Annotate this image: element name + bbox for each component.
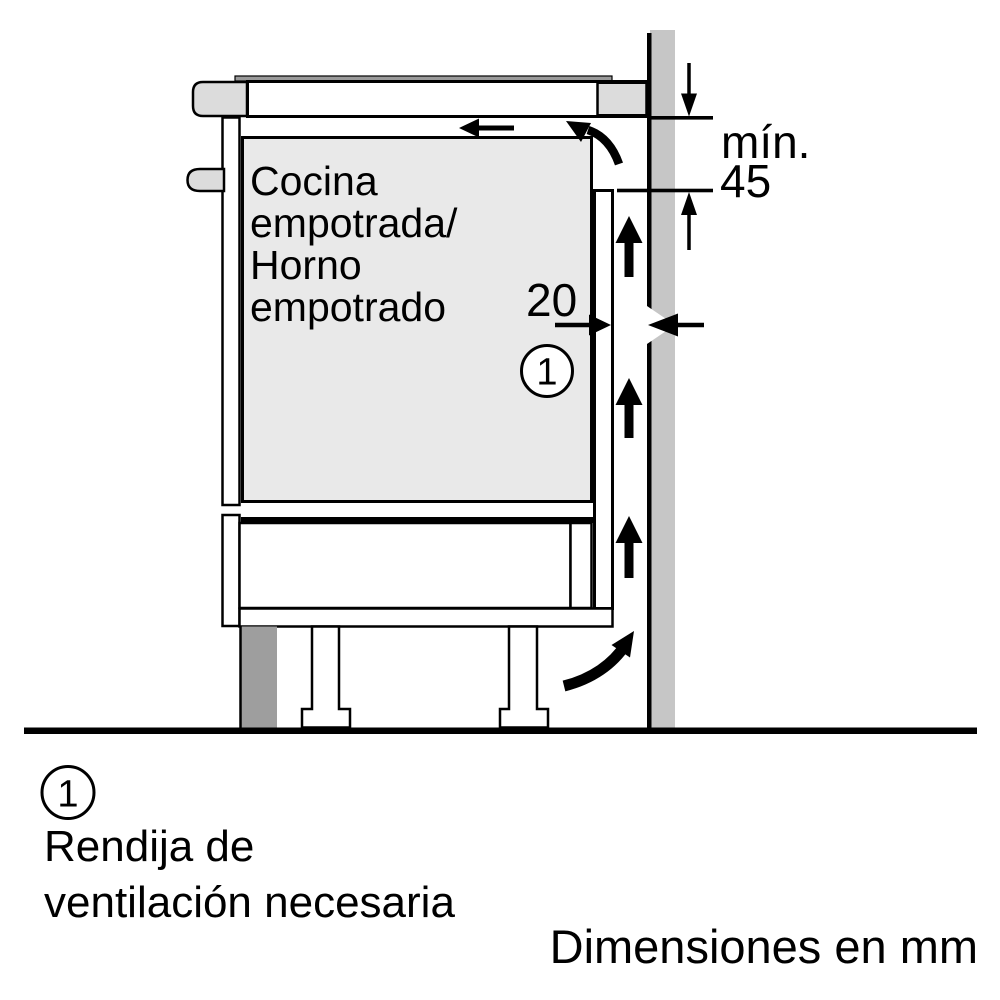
plinth: [238, 607, 614, 628]
units-note: Dimensiones en mm: [550, 920, 978, 973]
right-leg: [498, 625, 550, 729]
left-leg: [300, 625, 352, 729]
airflow-up-arrow-3: [615, 516, 643, 578]
dim-arrow-down: [681, 63, 697, 117]
min-value-label: 45: [720, 155, 771, 207]
toe-kick-panel: [241, 626, 277, 728]
oven-label-line-2: empotrada/: [250, 200, 458, 246]
oven-handle: [186, 167, 226, 193]
gap-value-label: 20: [526, 274, 577, 326]
legend-number: 1: [57, 774, 78, 816]
gap-arrow-right-pointing: [555, 314, 611, 336]
airflow-exit-left-arrow: [459, 118, 514, 138]
countertop: [246, 80, 648, 118]
drawer-top-divider: [241, 517, 613, 523]
dim-tick-top: [647, 116, 713, 120]
wall-face-line: [647, 33, 652, 728]
drawer-front: [238, 521, 572, 610]
dim-arrow-up: [681, 192, 697, 250]
legend-line-1: Rendija de: [44, 822, 254, 871]
cabinet-side-panel-lower: [221, 513, 241, 628]
oven-label-line-1: Cocina: [250, 158, 378, 204]
counter-spacer-block: [596, 81, 648, 117]
airflow-inlet-curved-arrow: [562, 631, 634, 692]
gap-arrow-left-pointing: [648, 313, 704, 337]
airflow-top-curved-arrow: [566, 121, 624, 166]
legend-circle: [40, 765, 96, 820]
min-label: mín.: [721, 116, 810, 168]
airflow-up-arrow-2: [615, 378, 643, 438]
dim-tick-bottom: [617, 188, 713, 193]
floor-line: [24, 727, 977, 734]
rear-vent-panel: [593, 189, 614, 610]
oven-cavity: [241, 136, 593, 503]
legend-line-2: ventilación necesaria: [44, 878, 455, 927]
airflow-up-arrow-1: [615, 216, 643, 277]
oven-label-line-4: empotrado: [250, 284, 446, 330]
hob-front-edge: [191, 80, 249, 118]
cabinet-right-stile: [569, 521, 593, 610]
cabinet-side-panel-upper: [221, 116, 241, 507]
oven-label-line-3: Horno: [250, 242, 362, 288]
wall-body: [650, 30, 675, 728]
callout-number: 1: [536, 352, 557, 394]
callout-circle: [520, 344, 574, 398]
